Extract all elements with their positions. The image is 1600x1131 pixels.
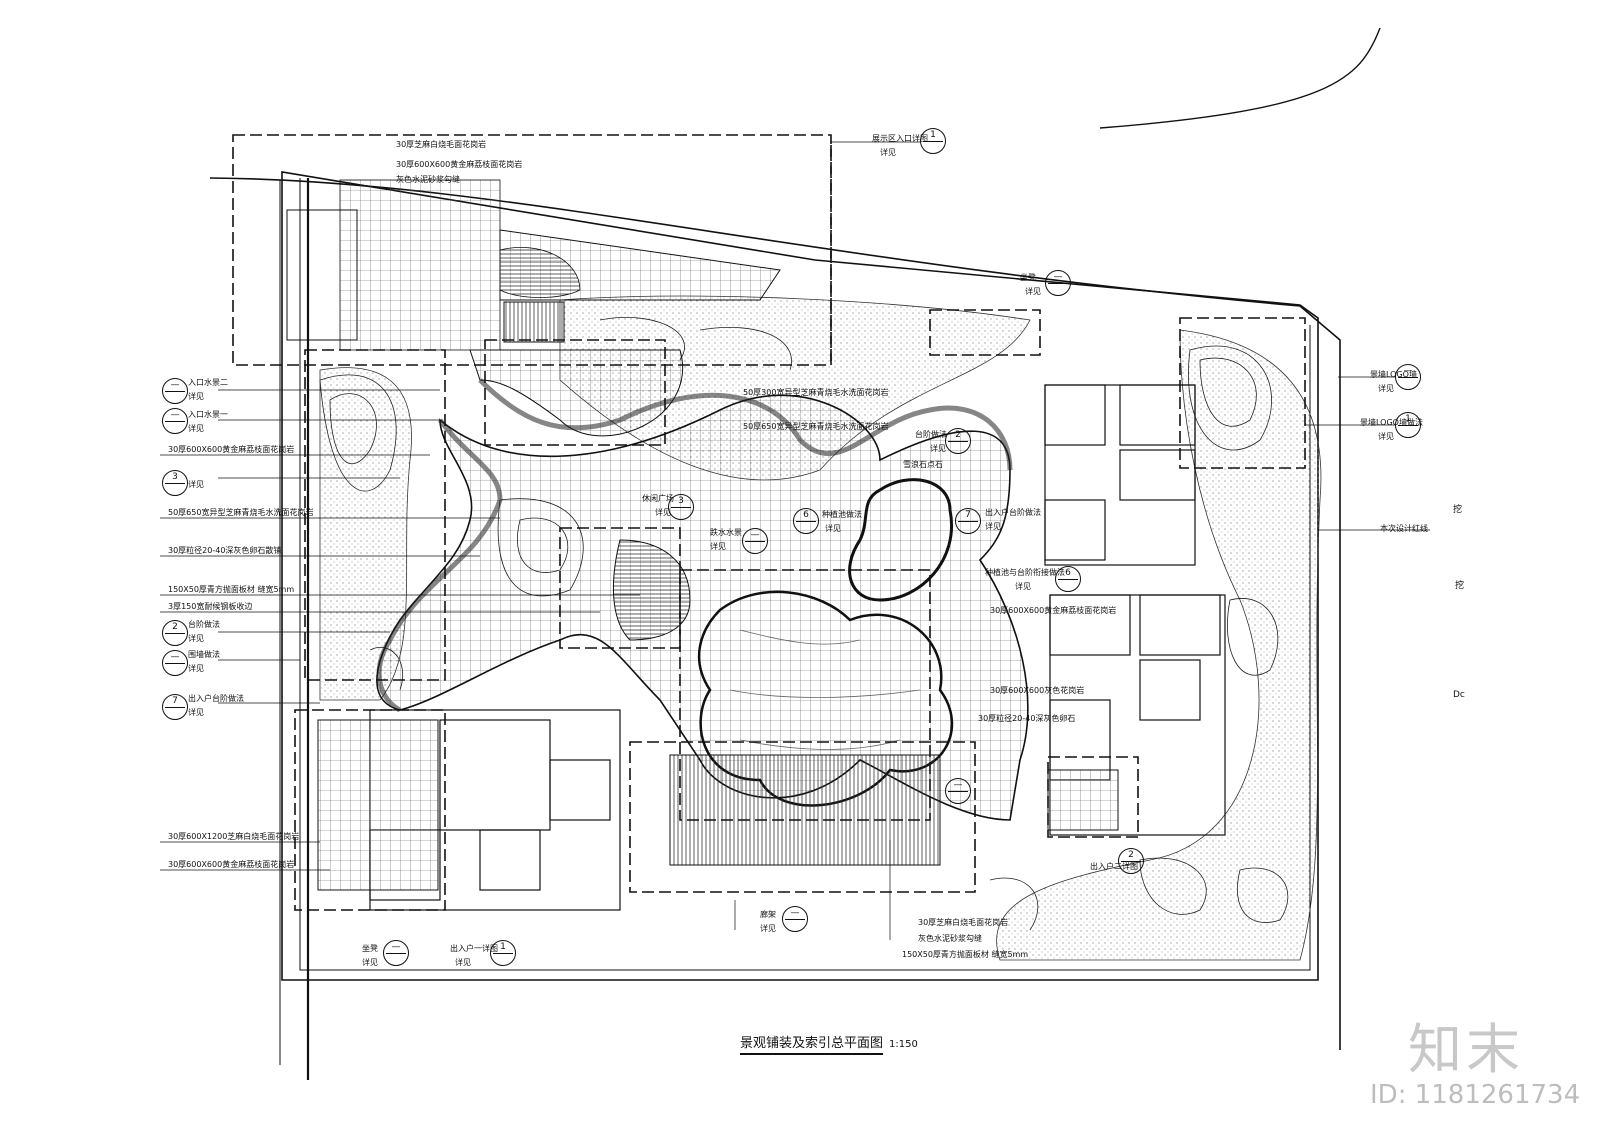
label-grey-granite: 30厚600X600灰色花岗岩: [990, 686, 1085, 695]
ref-bubble-pergola: —: [782, 906, 808, 932]
ref-bubble-water-1: —: [162, 408, 188, 434]
ref-bubble-entry: 1: [920, 128, 946, 154]
label-granite-top-1: 30厚芝麻白烧毛面花岗岩: [396, 140, 487, 149]
planting-area-east: [996, 329, 1322, 961]
label-board: 150X50厚青方抛面板材 缝宽5mm: [168, 585, 295, 594]
label-logo-wall-method: 景墙LOGO墙做法: [1360, 418, 1423, 427]
label-granite-top-2: 30厚600X600黄金麻荔枝面花岗岩: [396, 160, 523, 169]
label-pebble-c: 30厚粒径20-40深灰色卵石: [978, 714, 1076, 723]
label-leisure-plaza: 休闲广场: [642, 494, 674, 503]
label-planter-step: 种植池与台阶衔接做法: [985, 568, 1065, 577]
ref-bubble-entry-1: 1: [490, 940, 516, 966]
label-entry-step: 出入户台阶做法: [188, 694, 244, 703]
label-board-c: 150X50厚青方抛面板材 缝宽5mm: [902, 950, 1029, 959]
terrace-west: [317, 719, 439, 891]
drawing-title: 景观铺装及索引总平面图 1:150: [740, 1032, 918, 1055]
ref-bubble-2-left: 2: [162, 620, 188, 646]
label-granite-600-b: 30厚600X600黄金麻荔枝面花岗岩: [168, 860, 295, 869]
ref-bubble-center: —: [945, 778, 971, 804]
terrace-east: [1047, 769, 1119, 831]
road-edge: [1099, 27, 1381, 129]
label-see-r2: 详见: [1025, 287, 1041, 296]
label-see-c1: 详见: [930, 444, 946, 453]
ref-bubble-6-center: 6: [793, 508, 819, 534]
label-edge-3: Dc: [1453, 690, 1465, 700]
entry-plaza: [339, 179, 501, 351]
drawing-title-text: 景观铺装及索引总平面图: [740, 1036, 884, 1055]
label-see-c2: 详见: [655, 508, 671, 517]
label-see-1: 详见: [188, 392, 204, 401]
label-granite-300: 50厚300宽异型芝麻青烧毛水洗面花岗岩: [743, 388, 889, 397]
label-see-c5: 详见: [985, 522, 1001, 531]
label-see-4: 详见: [188, 634, 204, 643]
watermark-logo: 知末: [1408, 1018, 1524, 1081]
label-step: 台阶做法: [188, 620, 220, 629]
ref-bubble-logo-wall: 1: [1395, 412, 1421, 438]
ref-bubble-6-right: 6: [1055, 566, 1081, 592]
label-mortar-c: 灰色水泥砂浆勾缝: [918, 934, 982, 943]
label-granite-c: 30厚芝麻白烧毛面花岗岩: [918, 918, 1009, 927]
label-see-5: 详见: [188, 664, 204, 673]
label-pebble: 30厚粒径20-40深灰色卵石散铺: [168, 546, 282, 555]
label-granite-1200: 30厚600X1200芝麻白烧毛面花岗岩: [168, 832, 300, 841]
label-see-c8: 详见: [362, 958, 378, 967]
label-see-2: 详见: [188, 424, 204, 433]
label-granite-650-c: 50厚650宽异型芝麻青烧毛水洗面花岗岩: [743, 422, 889, 431]
label-entry-1-detail: 出入户一详图: [450, 944, 498, 953]
label-see-3: 详见: [188, 480, 204, 489]
ref-bubble-waterfall: —: [742, 528, 768, 554]
label-entry-detail: 展示区入口详图: [872, 134, 928, 143]
label-see-c4: 详见: [825, 524, 841, 533]
label-granite-650: 50厚650宽异型芝麻青烧毛水洗面花岗岩: [168, 508, 314, 517]
label-mortar-joint: 灰色水泥砂浆勾缝: [396, 175, 460, 184]
label-edge-2: 挖: [1455, 581, 1465, 591]
label-bench-r: 坐凳: [1020, 273, 1036, 282]
curved-path-border: [478, 378, 1013, 471]
label-step-c: 台阶做法: [915, 430, 947, 439]
label-rock: 雪浪石点石: [903, 460, 943, 469]
label-wall: 围墙做法: [188, 650, 220, 659]
label-entry-2-detail: 出入户二详图: [1090, 862, 1138, 871]
building-east: [1049, 594, 1226, 836]
ref-bubble-wall: —: [162, 650, 188, 676]
building-northeast: [1044, 384, 1196, 566]
oval-planter: [848, 478, 953, 602]
label-see-c7: 详见: [760, 924, 776, 933]
ref-bubble-bench: —: [383, 940, 409, 966]
ref-bubble-7-left: 7: [162, 694, 188, 720]
label-bench: 坐凳: [362, 944, 378, 953]
ref-bubble-3-left: 3: [162, 470, 188, 496]
ref-bubble-logo: —: [1395, 364, 1421, 390]
label-edge-1: 挖: [1453, 505, 1463, 515]
label-see-6: 详见: [188, 708, 204, 717]
drawing-scale: 1:150: [889, 1039, 918, 1050]
ref-bubble-7-center: 7: [955, 508, 981, 534]
ref-bubble-3-center: 3: [668, 494, 694, 520]
waterfall-feature: [613, 539, 691, 641]
label-entry-water-2: 入口水景二: [188, 378, 228, 387]
label-entry-water-1: 入口水景一: [188, 410, 228, 419]
label-see-c6: 详见: [1015, 582, 1031, 591]
label-red-line: 本次设计红线: [1380, 524, 1428, 533]
label-entry-step-c: 出入户台阶做法: [985, 508, 1041, 517]
ref-bubble-water-2: —: [162, 378, 188, 404]
label-see-r3: 详见: [1378, 384, 1394, 393]
label-logo-wall: 景墙LOGO墙: [1370, 370, 1417, 379]
ref-bubble-bench-top: —: [1045, 270, 1071, 296]
label-granite-600-c: 30厚600X600黄金麻荔枝面花岗岩: [990, 606, 1117, 615]
label-granite-600: 30厚600X600黄金麻荔枝面花岗岩: [168, 445, 295, 454]
ref-bubble-2-center: 2: [945, 428, 971, 454]
watermark-id: ID: 1181261734: [1370, 1080, 1581, 1110]
label-see-c3: 详见: [710, 542, 726, 551]
label-planter: 种植池做法: [822, 510, 862, 519]
label-pergola: 廊架: [760, 910, 776, 919]
label-see-r1: 详见: [880, 148, 896, 157]
ref-bubble-entry-2: 2: [1118, 848, 1144, 874]
label-see-c9: 详见: [455, 958, 471, 967]
pergola: [669, 754, 941, 866]
label-steel-edge: 3厚150宽耐候钢板收边: [168, 602, 253, 611]
label-see-r4: 详见: [1378, 432, 1394, 441]
label-waterfall: 跌水水景: [710, 528, 742, 537]
